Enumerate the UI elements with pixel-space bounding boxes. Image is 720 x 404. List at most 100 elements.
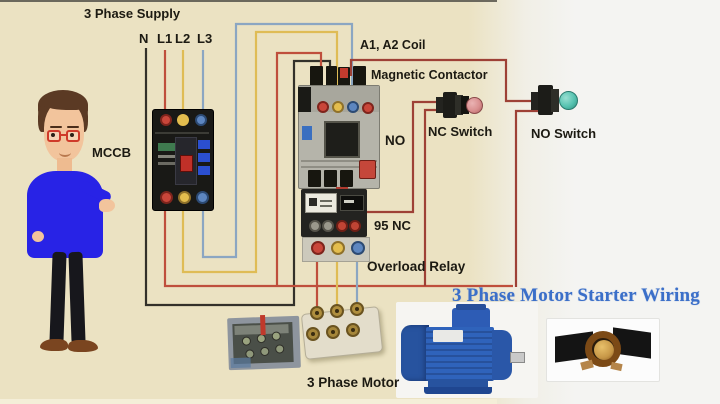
terminal-stud — [241, 336, 252, 346]
motor-left-endcap — [401, 325, 429, 381]
relay-output-yellow — [331, 241, 345, 255]
no-switch — [531, 82, 583, 116]
relay-terminal-96 — [349, 220, 361, 232]
contactor-blue-label — [302, 126, 312, 140]
terminal-brass-6 — [346, 323, 360, 337]
terminal-stud — [275, 344, 285, 354]
relay-terminal-95 — [336, 220, 348, 232]
neutral-label: N — [139, 31, 149, 46]
wire-no-return — [514, 109, 542, 287]
mccb-terminal-bottom-blue — [196, 191, 209, 204]
contactor-bottom-post-1 — [308, 170, 321, 187]
contactor-top-post-1 — [310, 66, 323, 90]
nc-switch-label: NC Switch — [428, 124, 493, 139]
contactor-center-window — [324, 121, 360, 158]
contactor-no-terminal-red — [359, 160, 376, 179]
contactor-bottom-post-2 — [324, 170, 337, 187]
bottom-edge-strip — [0, 399, 497, 404]
character-neck — [57, 158, 72, 175]
motor-nameplate — [433, 330, 463, 342]
nc-switch-button-red — [466, 97, 483, 114]
relay-output-panel — [302, 237, 370, 262]
winding-tape-left — [580, 359, 594, 371]
mccb-spec-lines — [158, 155, 175, 158]
contactor-terminal-red — [317, 101, 329, 113]
relay-dial-panel — [305, 193, 337, 213]
mccb-blue-block — [198, 153, 210, 162]
character-eyebrow-left — [50, 126, 62, 128]
eye-right — [70, 133, 74, 137]
relay-dial-line — [320, 205, 332, 207]
character-eyebrow-right — [67, 126, 79, 128]
motor-right-endcap — [492, 330, 512, 380]
eye-left — [51, 133, 55, 137]
line2-label: L2 — [175, 31, 191, 46]
mccb-toggle — [180, 155, 193, 172]
contactor-terminal-blue — [347, 101, 359, 113]
motor-photo — [396, 302, 538, 398]
top-edge-line — [0, 0, 497, 2]
overload-relay — [301, 187, 370, 262]
contactor-terminal-aux-red — [362, 102, 374, 114]
character-glasses — [47, 130, 83, 143]
relay-dial-mark — [309, 198, 317, 206]
nc-switch-collar — [455, 95, 463, 115]
character-hand-left — [32, 231, 44, 242]
nc-switch-body — [443, 92, 457, 118]
character-leg-left — [49, 251, 67, 345]
no-switch-mount — [531, 92, 539, 110]
contactor-label: Magnetic Contactor — [371, 68, 488, 82]
character-fringe — [42, 96, 86, 110]
character-hand-right — [99, 199, 115, 212]
line1-label: L1 — [157, 31, 173, 46]
contactor-groove-2 — [301, 166, 377, 168]
terminal-box-red-lead — [260, 314, 266, 336]
character-mouth — [59, 148, 71, 157]
motor-shaft — [510, 352, 525, 363]
overload-relay-label: Overload Relay — [367, 259, 466, 274]
contactor-top-post-2 — [326, 66, 337, 90]
contactor-coil-terminal-red — [340, 68, 348, 78]
relay-terminal-gray-2 — [322, 220, 334, 232]
relay-output-blue — [351, 241, 365, 255]
mccb-blue-block — [198, 140, 210, 149]
no-switch-button-green — [559, 91, 578, 110]
mccb-terminal-top-blue — [195, 114, 207, 126]
motor-feet — [428, 379, 488, 388]
no-contact-label: NO — [385, 133, 406, 148]
motor-terminal-box-photo — [227, 314, 301, 371]
magnetic-contactor — [297, 64, 380, 190]
mccb-blue-block — [198, 166, 210, 175]
terminal-brass-4 — [306, 327, 320, 341]
character-shoe-right — [68, 340, 98, 352]
presenter-character — [0, 0, 130, 404]
terminal-brass-5 — [326, 325, 340, 339]
mccb-terminal-top-yellow — [177, 114, 189, 126]
no-switch-collar — [551, 89, 559, 112]
overload-terminal-label: 95 NC — [374, 218, 411, 233]
relay-display-text — [344, 200, 354, 203]
character-hair-side-right — [79, 106, 88, 132]
terminal-block — [300, 300, 386, 362]
contactor-left-block — [298, 87, 311, 112]
character-hair-side-left — [38, 106, 47, 132]
contactor-top-post-4 — [353, 66, 366, 90]
motor-label: 3 Phase Motor — [307, 375, 400, 390]
diagram-title: 3 Phase Motor Starter Wiring — [452, 285, 700, 306]
line3-label: L3 — [197, 31, 213, 46]
no-switch-body — [538, 85, 553, 115]
terminal-stud — [256, 333, 266, 344]
no-switch-label: NO Switch — [531, 126, 597, 141]
wire-l3-power — [201, 22, 354, 259]
relay-body — [301, 189, 367, 237]
supply-label: 3 Phase Supply — [84, 6, 181, 21]
mccb-label: MCCB — [92, 145, 131, 160]
winding-coil-copper — [594, 340, 614, 360]
nc-switch-mount — [436, 97, 444, 113]
terminal-stud — [271, 331, 281, 341]
wire-coil-a1 — [349, 58, 540, 103]
wire-neutral — [144, 48, 332, 307]
motor-terminal-box-cap — [456, 304, 486, 310]
